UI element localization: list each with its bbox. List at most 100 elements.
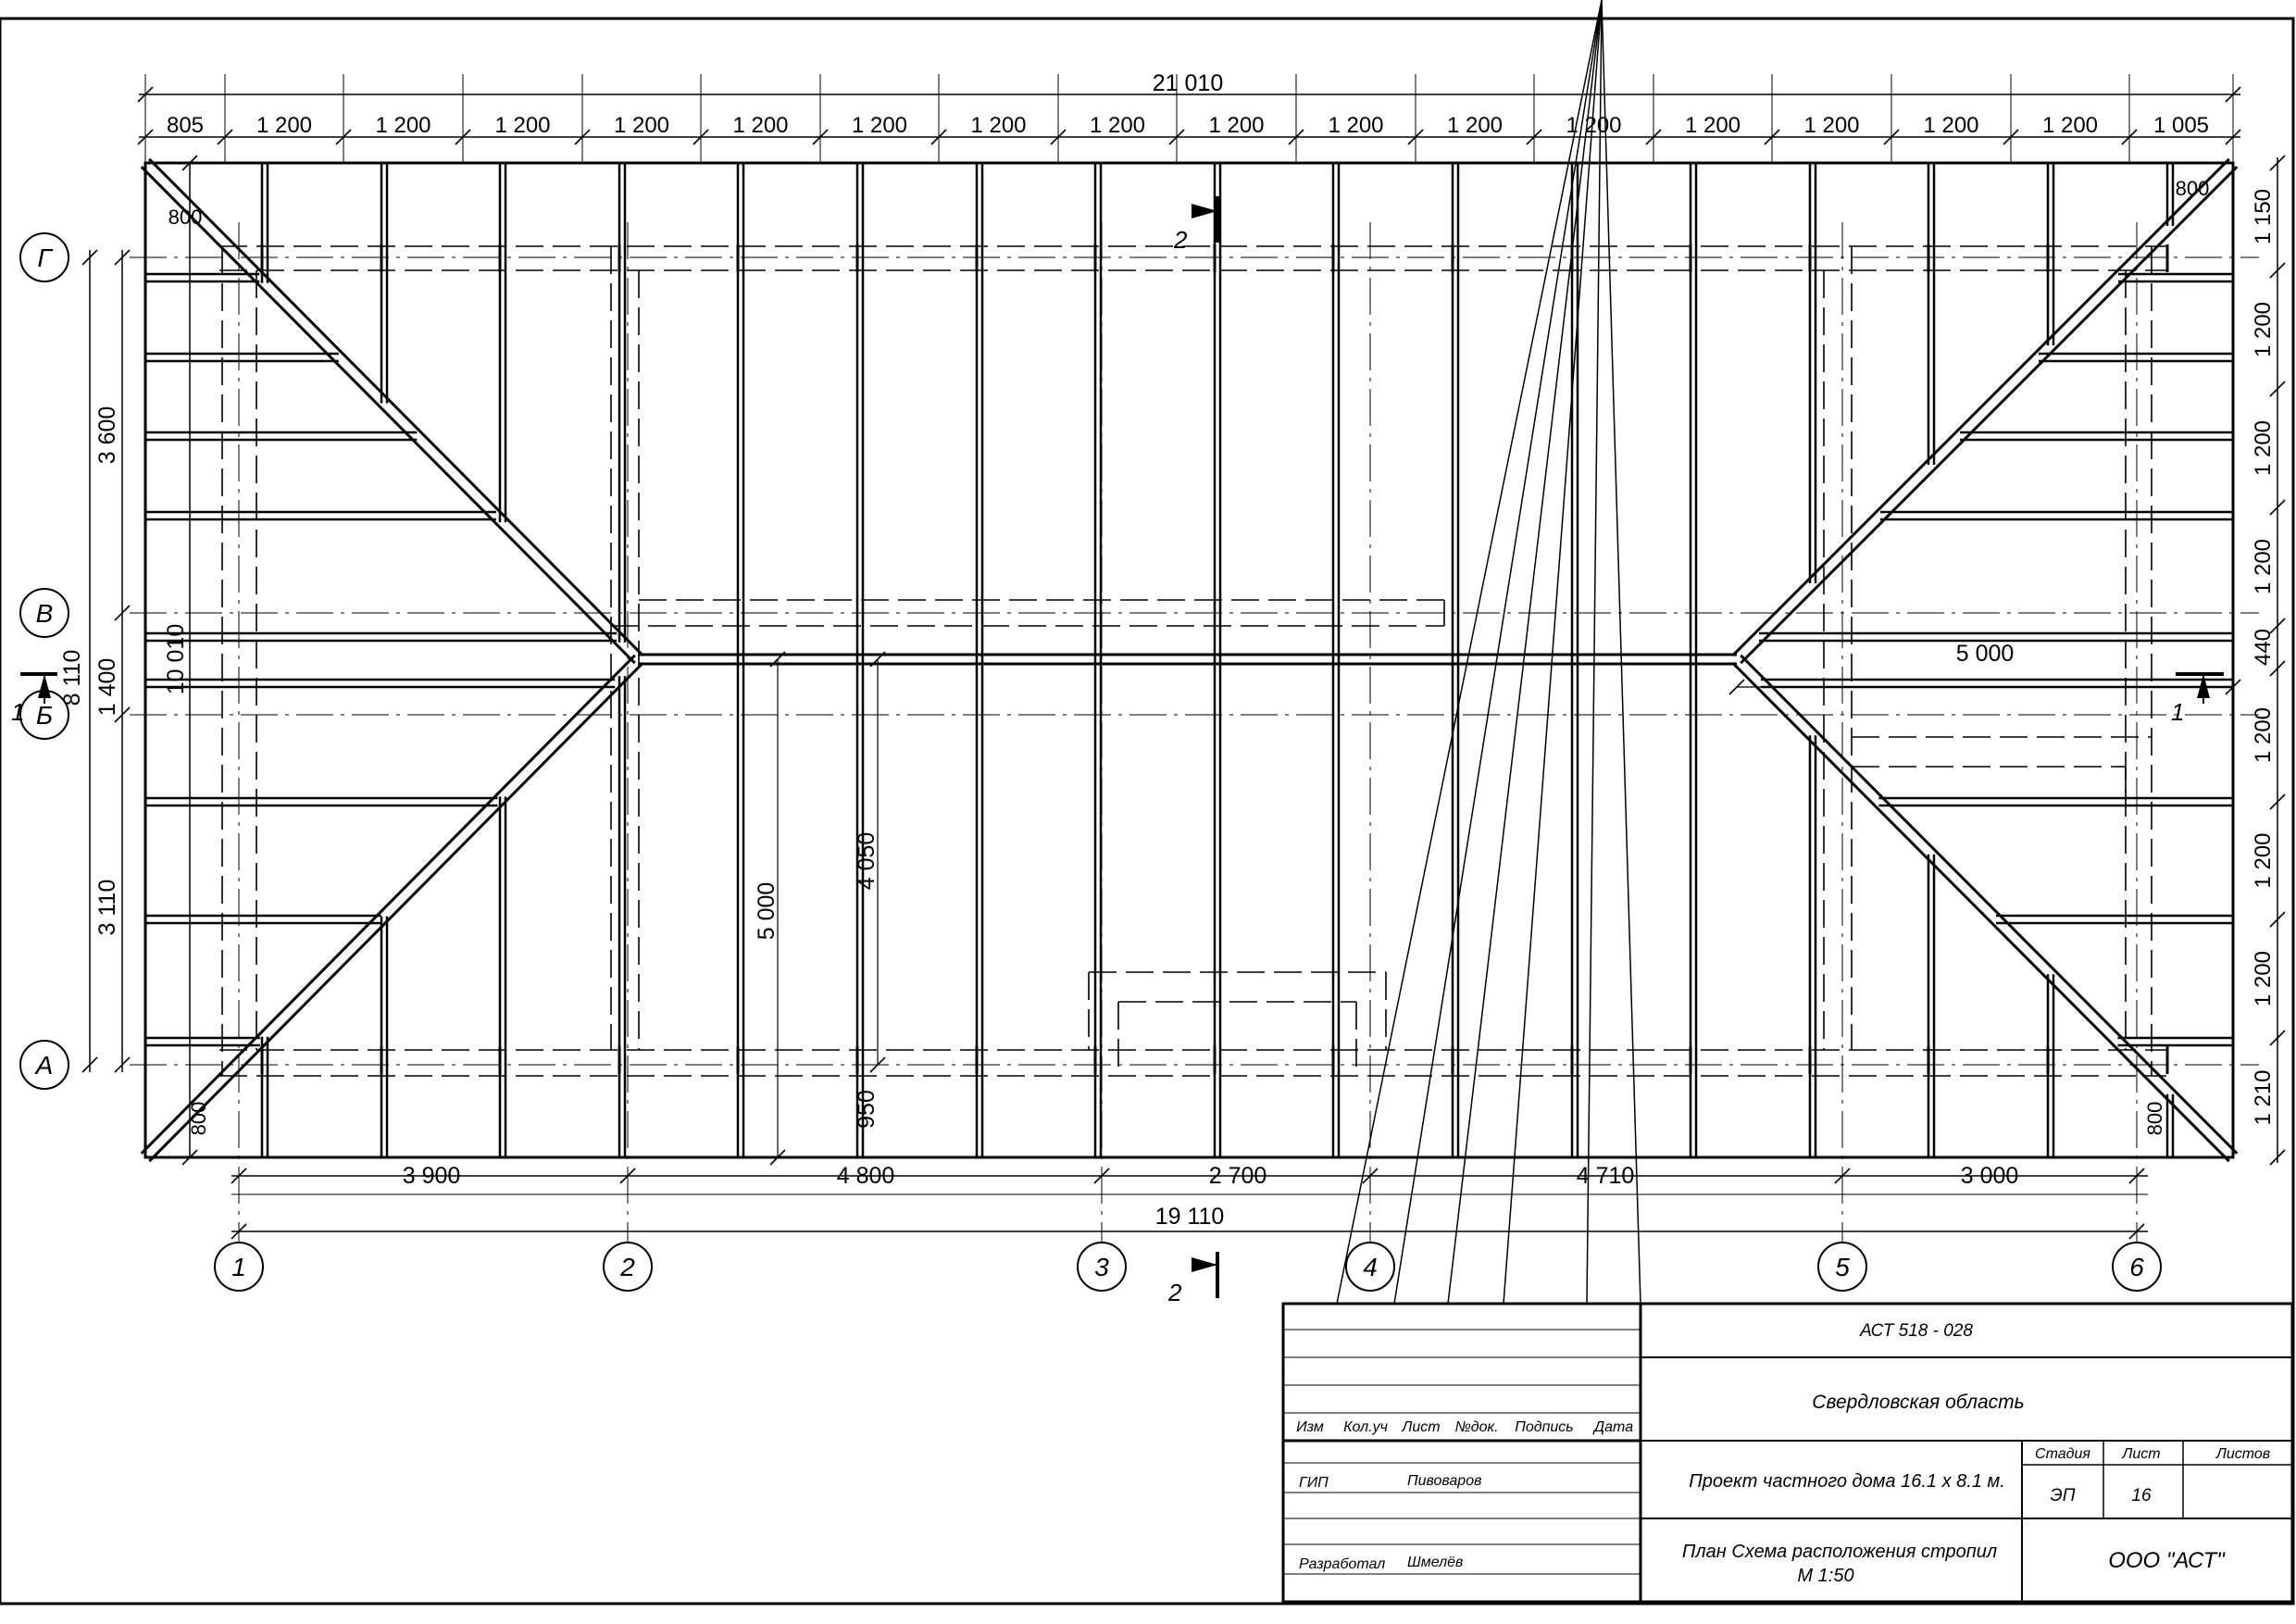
dim-tick — [81, 1056, 98, 1073]
stamp-company: ООО "АСТ" — [2108, 1548, 2226, 1573]
dim-tick — [231, 1223, 247, 1240]
dim-tick — [81, 249, 98, 266]
title-block: Изм Кол.уч Лист №док. Подпись Дата ГИП П… — [1281, 0, 2294, 1604]
hip-rafter — [148, 157, 644, 656]
dim-tick — [1362, 1168, 1379, 1184]
dim-top-segment: 1 200 — [614, 113, 669, 138]
dim-inner-4050: 4 050 — [854, 832, 880, 891]
section-arrow-icon — [2197, 674, 2210, 698]
dim-tick — [2269, 499, 2286, 516]
dim-tick — [869, 1056, 886, 1073]
stamp-gip-name: Пивоваров — [1407, 1473, 1481, 1489]
dim-tick — [181, 1149, 198, 1166]
axis-bubble-col: 3 — [1077, 1242, 1127, 1292]
dim-top-segment: 1 200 — [1328, 113, 1383, 138]
dim-tick — [869, 651, 886, 668]
dim-top-segment: 1 200 — [1685, 113, 1741, 138]
dim-top-segment: 1 200 — [375, 113, 430, 138]
section-mark-2-top: 2 — [1173, 196, 1219, 254]
stamp-sheet-label: Лист — [2121, 1446, 2160, 1462]
hip-rafter — [148, 662, 644, 1163]
stamp-hdr-data: Дата — [1592, 1419, 1633, 1435]
axis-bubble-row: Г — [19, 232, 69, 282]
hip-rafter — [1731, 662, 2230, 1163]
dim-top-segment: 1 200 — [1090, 113, 1145, 138]
dim-tick — [2225, 679, 2241, 695]
stamp-scale: М 1:50 — [1797, 1566, 1853, 1586]
dim-bottom-overall: 19 110 — [1155, 1204, 1225, 1230]
dim-top-segment: 1 200 — [1208, 113, 1264, 138]
dim-left-overall: 8 110 — [59, 650, 85, 706]
dim-top-segment: 1 200 — [256, 113, 312, 138]
stamp-project: Проект частного дома 16.1 х 8.1 м. — [1689, 1471, 2005, 1492]
dim-tick — [2269, 911, 2286, 928]
dim-tick — [2128, 1168, 2145, 1184]
hip-rafter — [1731, 157, 2230, 656]
dim-inner-5000-h: 5 000 — [1956, 641, 2015, 667]
stamp-hdr-ndok: №док. — [1454, 1419, 1498, 1435]
dim-left-axis-1: 1 400 — [94, 658, 120, 717]
stamp-code: АСТ 518 - 028 — [1859, 1321, 1973, 1341]
stamp-hdr-izm: Изм — [1296, 1419, 1324, 1435]
axis-bubble-col: 4 — [1345, 1242, 1395, 1292]
dim-right-segment: 1 200 — [2251, 302, 2276, 357]
rafter-plan — [130, 157, 2259, 1259]
dim-tick — [769, 1149, 786, 1166]
dim-left-outer: 10 010 — [163, 624, 189, 694]
svg-text:1: 1 — [231, 1253, 246, 1281]
dim-tick — [114, 1056, 131, 1073]
stamp-stage: ЭП — [2051, 1486, 2076, 1505]
dim-right-segment: 1 210 — [2251, 1069, 2276, 1125]
dim-overall-top: 21 010 — [1153, 70, 1223, 96]
dim-bottom-axis-3: 4 710 — [1577, 1163, 1635, 1189]
dim-tick — [2269, 262, 2286, 279]
svg-text:3: 3 — [1094, 1253, 1109, 1281]
svg-text:2: 2 — [1173, 226, 1188, 254]
section-mark-2-bottom: 2 — [1167, 1252, 1219, 1306]
dim-bottom-axis-1: 4 800 — [837, 1163, 895, 1189]
hip-rafter — [140, 654, 636, 1155]
dim-tick — [2269, 793, 2286, 810]
svg-text:Г: Г — [37, 244, 53, 272]
stamp-dev-name: Шмелёв — [1407, 1555, 1463, 1570]
dim-top-segment: 1 200 — [1803, 113, 1859, 138]
dim-tick — [2128, 1223, 2145, 1240]
dim-top-segment: 1 200 — [970, 113, 1026, 138]
dim-left-axis-0: 3 600 — [94, 406, 120, 465]
svg-text:4: 4 — [1363, 1253, 1378, 1281]
roof-outline — [144, 161, 2235, 1159]
dim-right-segment: 1 200 — [2251, 951, 2276, 1006]
stamp-region: Свердловская область — [1812, 1392, 2024, 1413]
dim-overhang-br: 800 — [2143, 1102, 2166, 1136]
dim-tick — [1728, 679, 1745, 695]
axis-bubble-col: 1 — [214, 1242, 264, 1292]
svg-text:В: В — [36, 599, 54, 628]
svg-text:5: 5 — [1835, 1253, 1850, 1281]
axis-bubble-row: В — [19, 588, 69, 638]
axis-bubble-col: 6 — [2112, 1242, 2162, 1292]
stamp-sheets-label: Листов — [2215, 1446, 2270, 1462]
dim-tick — [2269, 618, 2286, 634]
dim-right-segment: 1 150 — [2251, 189, 2276, 244]
dim-tick — [2269, 660, 2286, 677]
svg-text:2: 2 — [619, 1253, 635, 1281]
dim-tick — [181, 155, 198, 171]
dim-top-segment: 1 200 — [1923, 113, 1978, 138]
dim-overhang-tr: 800 — [2176, 177, 2210, 200]
dim-top-segment: 1 200 — [1447, 113, 1503, 138]
stamp-dev-label: Разработал — [1299, 1556, 1385, 1572]
dim-top-segment: 1 200 — [852, 113, 907, 138]
dim-tick — [1093, 1168, 1110, 1184]
axis-bubble-col: 5 — [1817, 1242, 1867, 1292]
dim-overhang-tl: 800 — [168, 206, 203, 229]
dim-overhang-bl: 800 — [187, 1102, 210, 1136]
dim-tick — [114, 249, 131, 266]
dim-right-segment: 1 200 — [2251, 832, 2276, 888]
dimension-lines — [81, 74, 2286, 1240]
dim-top-segment: 1 200 — [732, 113, 788, 138]
hip-rafter — [140, 166, 636, 665]
svg-text:А: А — [34, 1051, 54, 1080]
dim-tick — [231, 1168, 247, 1184]
